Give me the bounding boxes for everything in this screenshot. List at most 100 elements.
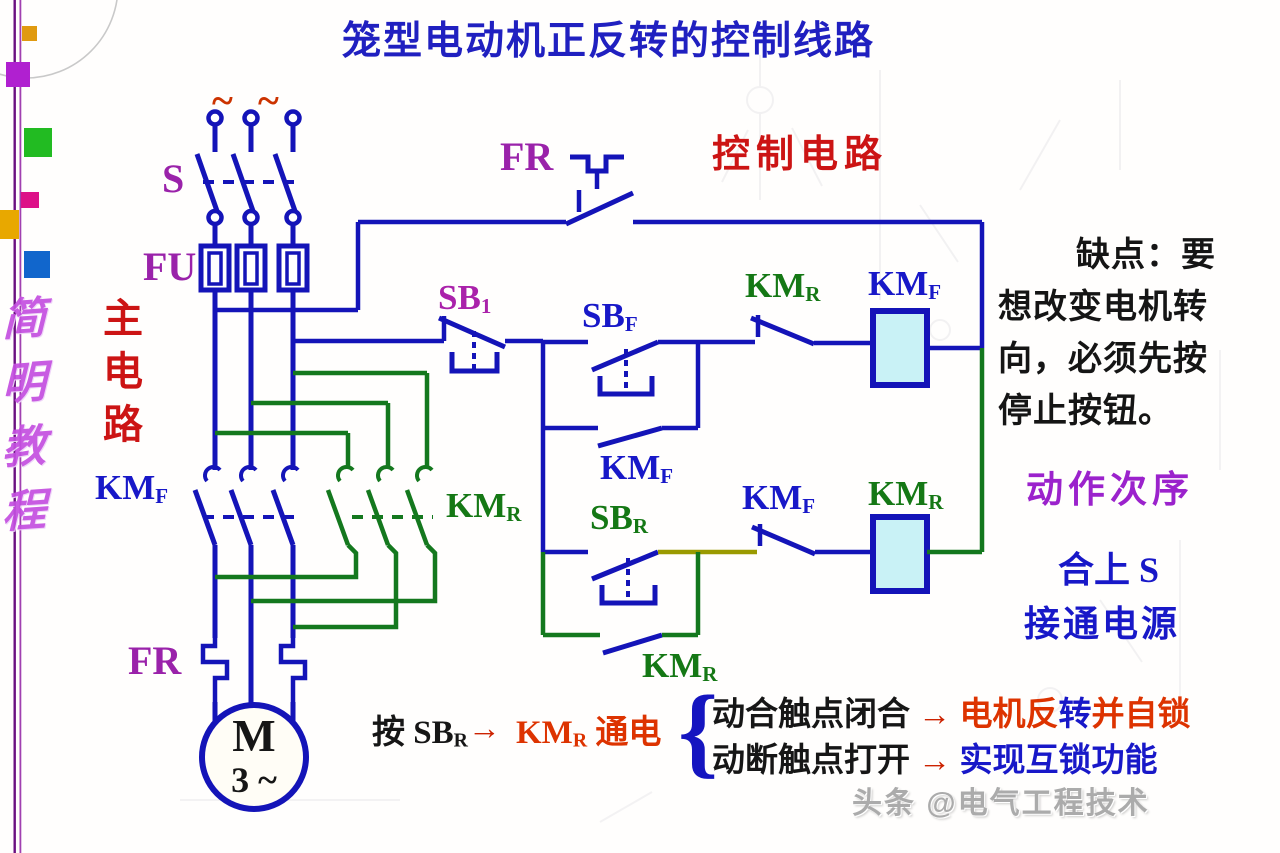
sbr-start-button [543, 549, 659, 606]
line1-condition: 动合触点闭合 [712, 697, 910, 733]
kmf-selflock-contact [543, 342, 701, 449]
kmr-interlock-contact [750, 315, 873, 347]
kmf-base: KM [742, 478, 803, 517]
energize-base: KM [516, 715, 573, 751]
kmr-sub: R [506, 501, 522, 526]
label-kmr-selflock: KMR [642, 646, 718, 686]
sbr-base: SB [590, 498, 633, 537]
kmr-sub: R [702, 661, 718, 686]
kmr-main-contacts [325, 465, 434, 546]
label-kmr-coil: KMR [868, 474, 944, 514]
kmf-sub: F [155, 483, 169, 508]
label-sb1: SB1 [438, 278, 492, 318]
sidebar-mark-pink [21, 192, 39, 208]
formula-press-sbr: 按 SBR [372, 716, 468, 752]
control-green-right-rail [927, 348, 985, 555]
kmr-selflock-blade [602, 632, 663, 656]
page-title: 笼型电动机正反转的控制线路 [342, 20, 876, 63]
kmf-base: KM [868, 264, 929, 303]
note-disadvantage-line: 想改变电机转 [998, 289, 1208, 326]
sidebar-mark-green [24, 128, 52, 157]
label-kmf-main: KMF [95, 468, 169, 508]
kmf-base: KM [600, 448, 661, 487]
label-switch-s: S [162, 156, 185, 201]
kmr-crossover-wires [215, 543, 438, 630]
sidebar-strip [0, 0, 52, 853]
fr-nc-contact [564, 154, 985, 348]
label-kmr-interlock: KMR [745, 266, 821, 306]
sidebar-mark-blue [24, 251, 50, 278]
ac-supply-tilde-icon: ~ [258, 78, 279, 123]
sbf-base: SB [582, 296, 625, 335]
line2-arrow: → [918, 743, 952, 779]
action-step-close-s: 合上 S [1058, 550, 1160, 590]
kmf-sub: F [928, 279, 942, 304]
sb1-base: SB [438, 278, 481, 317]
formula-kmr-energized: KMR 通电 [516, 716, 661, 752]
formula-arrow: → [468, 711, 501, 747]
motor-letter: M [232, 710, 276, 761]
energize-sub: R [572, 729, 588, 752]
kmf-coil [870, 308, 982, 388]
three-phase-terminals [206, 109, 302, 152]
sidebar-banner-text: 简明教程 [2, 293, 46, 538]
kmf-interlock-contact [751, 524, 873, 557]
note-disadvantage-line: 停止按钮。 [998, 393, 1173, 430]
press-prefix: 按 SB [372, 715, 454, 751]
line2-result: 实现互锁功能 [959, 743, 1158, 779]
kmf-sub: F [802, 493, 816, 518]
line2-condition: 动断触点打开 [712, 743, 910, 779]
kmr-sub: R [805, 281, 821, 306]
note-disadvantage-line: 向，必须先按 [998, 341, 1208, 378]
label-kmf-interlock: KMF [742, 478, 816, 518]
sb1-stop-button [293, 315, 543, 374]
sidebar-mark-orange [0, 210, 19, 239]
label-sbf: SBF [582, 296, 638, 336]
energize-suffix: 通电 [587, 715, 662, 751]
action-step-power-on: 接通电源 [1024, 604, 1181, 644]
line1-result-red-a: 电机反 [959, 697, 1059, 733]
label-kmf-selflock: KMF [600, 448, 674, 488]
label-fuse-fu: FU [143, 244, 197, 289]
phase-lines [212, 290, 296, 470]
fuse-fu [198, 243, 310, 293]
sidebar-mark-purple [6, 62, 30, 87]
formula-line2: 动断触点打开 → 实现互锁功能 [712, 744, 1158, 779]
label-fr-control: FR [500, 134, 554, 179]
sbf-sub: F [624, 311, 638, 336]
ac-supply-tilde-icon: ~ [212, 78, 233, 123]
kmr-sub: R [928, 489, 944, 514]
background-ghost-pattern [180, 55, 1221, 823]
sbf-start-button [543, 339, 755, 397]
kmr-base: KM [868, 474, 929, 513]
control-top-rail [215, 219, 566, 313]
formula-line1: 动合触点闭合 → 电机反转并自锁 [712, 698, 1191, 733]
label-kmf-coil: KMF [868, 264, 942, 304]
note-disadvantage-line: 缺点：要 [1076, 237, 1216, 274]
kmr-feeder-wires [215, 370, 430, 468]
watermark-text: 头条 @电气工程技术 [852, 787, 1150, 820]
kmr-base: KM [745, 266, 806, 305]
motor-phase-label: 3 ~ [231, 760, 277, 800]
kmf-sub: F [660, 463, 674, 488]
press-sub: R [453, 729, 468, 752]
knife-switch-s [194, 153, 302, 246]
formula-brace: { [678, 675, 719, 788]
sbr-sub: R [632, 513, 648, 538]
kmr-selflock-wires [540, 552, 701, 638]
label-kmr-main: KMR [446, 486, 522, 526]
kmf-base: KM [95, 468, 156, 507]
motor-symbol [199, 702, 309, 812]
label-sbr: SBR [590, 498, 648, 538]
sidebar-mark-orange-small [22, 26, 37, 41]
label-control-circuit: 控制电路 [712, 134, 889, 176]
line1-result-red-b: 并自锁 [1091, 697, 1191, 733]
action-sequence-title: 动作次序 [1026, 470, 1194, 511]
line1-result-blue: 转 [1058, 697, 1092, 733]
label-fr-main: FR [128, 638, 182, 683]
sb1-sub: 1 [480, 293, 492, 318]
kmr-base: KM [642, 646, 703, 685]
kmr-base: KM [446, 486, 507, 525]
